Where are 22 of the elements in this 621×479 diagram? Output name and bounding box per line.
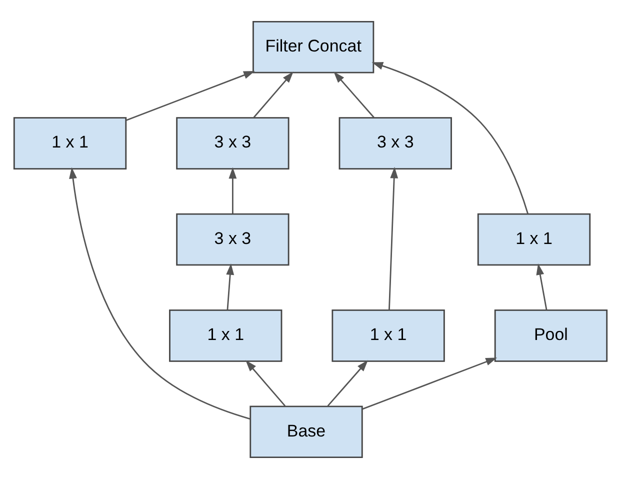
node-box: 3 x 3 <box>176 213 290 266</box>
arrow <box>69 167 250 420</box>
node-box: Pool <box>494 310 608 362</box>
arrow <box>327 360 368 406</box>
node-box: 1 x 1 <box>477 213 591 266</box>
arrow <box>536 264 548 310</box>
arrow <box>228 167 237 214</box>
node-box: 1 x 1 <box>332 310 445 362</box>
arrow <box>226 263 234 310</box>
arrow <box>362 358 498 410</box>
node-box: 1 x 1 <box>13 117 127 170</box>
arrow <box>372 62 529 214</box>
node-box: Base <box>250 406 363 458</box>
node-box: 3 x 3 <box>176 117 290 170</box>
arrow <box>253 72 294 118</box>
arrow <box>388 166 398 310</box>
node-box: Filter Concat <box>252 20 374 74</box>
node-box: 3 x 3 <box>338 117 452 170</box>
arrow <box>126 70 255 121</box>
node-box: 1 x 1 <box>169 310 282 362</box>
arrow <box>334 72 374 118</box>
arrow <box>246 360 286 406</box>
